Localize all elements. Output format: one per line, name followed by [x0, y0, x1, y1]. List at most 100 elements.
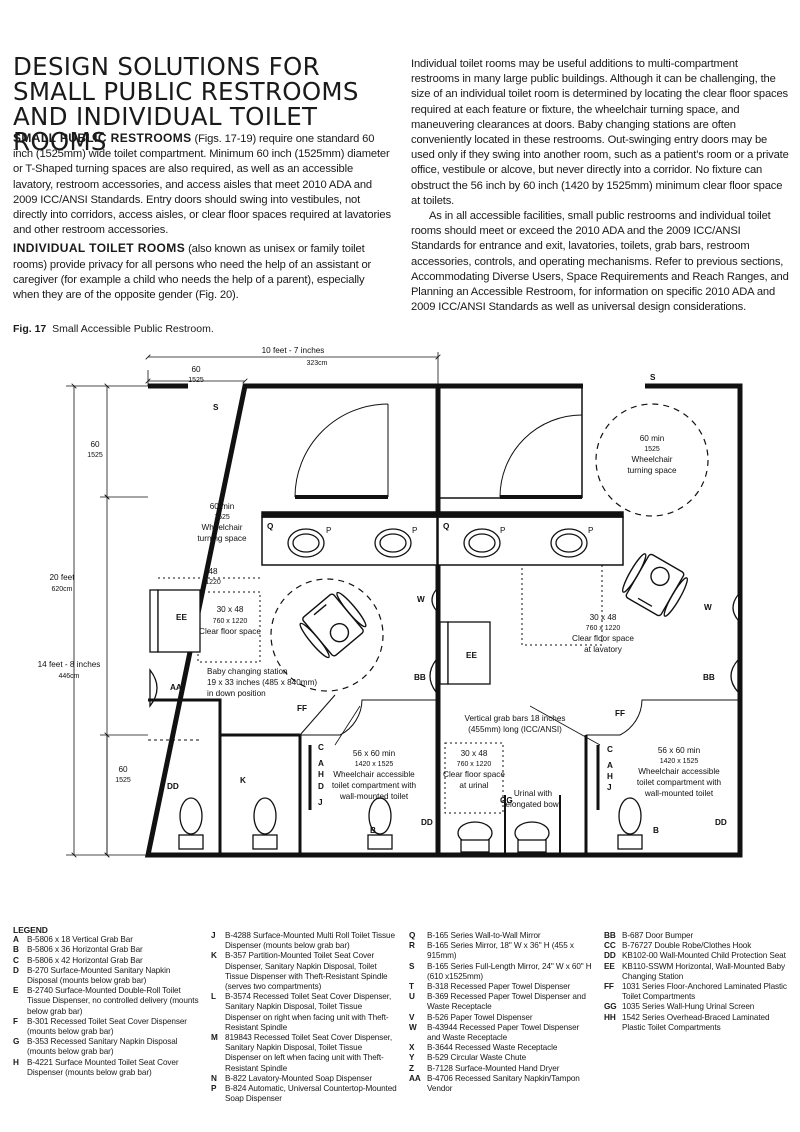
legend-item: K B-357 Partition-Mounted Toilet Seat Cov…	[211, 951, 399, 992]
legend-code: L	[211, 992, 216, 1002]
label-w-right: W	[704, 603, 712, 612]
label-b-right: B	[653, 826, 659, 835]
dim-left-14ft-mm: 446cm	[58, 673, 79, 680]
lav-l2: 760 x 1220	[586, 625, 621, 632]
legend-code: S	[409, 961, 415, 971]
legend-item: M 819843 Recessed Toilet Seat Cover Dispe…	[211, 1033, 399, 1074]
comp-left-l1: 56 x 60 min	[353, 749, 396, 758]
label-dd-left: DD	[167, 782, 179, 791]
comp-right-l5: wall-mounted toilet	[644, 789, 714, 798]
label-bb-right: BB	[703, 673, 715, 682]
legend-description: B-526 Paper Towel Dispenser	[427, 1012, 533, 1022]
dim-top-overall-mm: 323cm	[306, 360, 327, 367]
legend-title: LEGEND	[13, 925, 48, 935]
turn-right-l1: 60 min	[640, 434, 665, 443]
legend-description: B-5806 x 36 Horizontal Grab Bar	[27, 945, 143, 955]
legend-code: K	[211, 951, 217, 961]
right-paragraph-2: As in all accessible facilities, small p…	[411, 210, 789, 314]
legend-code: H	[13, 1057, 19, 1067]
legend-description: B-353 Recessed Sanitary Napkin Disposal …	[27, 1037, 178, 1057]
legend-description: B-369 Recessed Paper Towel Dispenser and…	[427, 992, 586, 1012]
comp-right-l1: 56 x 60 min	[658, 746, 701, 755]
legend-description: 1542 Series Overhead-Braced Laminated Pl…	[622, 1012, 770, 1032]
label-ee-right: EE	[466, 651, 477, 660]
cfs-l1: 30 x 48	[217, 605, 244, 614]
label-h-left: H	[318, 770, 324, 779]
legend-description: B-824 Automatic, Universal Countertop-Mo…	[225, 1084, 397, 1104]
dim-left-14ft: 14 feet - 8 inches	[38, 660, 101, 669]
label-ee-left: EE	[176, 613, 187, 622]
legend-description: B-76727 Double Robe/Clothes Hook	[622, 941, 752, 951]
legend-description: 1035 Series Wall-Hung Urinal Screen	[622, 1002, 755, 1012]
legend-description: B-165 Series Wall-to-Wall Mirror	[427, 931, 541, 940]
legend-description: B-3644 Recessed Waste Receptacle	[427, 1043, 558, 1053]
comp-left-l4: toilet compartment with	[332, 781, 417, 790]
legend-description: 1031 Series Floor-Anchored Laminated Pla…	[622, 982, 787, 1002]
individual-rooms-paragraph: INDIVIDUAL TOILET ROOMS (also known as u…	[13, 241, 391, 303]
label-s-left: S	[213, 403, 219, 412]
urinal-l2: 760 x 1220	[457, 761, 492, 768]
legend-code: FF	[604, 982, 614, 992]
legend-description: B-165 Series Mirror, 18" W x 36" H (455 …	[427, 941, 574, 961]
urinal-bowl-l2: elongated bowl	[505, 800, 560, 809]
label-a-right: A	[607, 761, 613, 770]
legend-code: GG	[604, 1002, 617, 1012]
legend-description: B-357 Partition-Mounted Toilet Seat Cove…	[225, 951, 388, 992]
turn-left-l3: Wheelchair	[202, 523, 243, 532]
legend-code: AA	[409, 1073, 421, 1083]
dim-top-overall: 10 feet - 7 inches	[262, 346, 325, 355]
comp-left-l3: Wheelchair accessible	[333, 770, 415, 779]
individual-rooms-lead: INDIVIDUAL TOILET ROOMS	[13, 241, 186, 256]
legend-code: T	[409, 982, 414, 992]
label-j-left: J	[318, 798, 323, 807]
left-column: SMALL PUBLIC RESTROOMS (Figs. 17-19) req…	[13, 131, 391, 303]
legend-description: B-529 Circular Waste Chute	[427, 1053, 527, 1063]
label-c-right: C	[607, 745, 613, 754]
dim-top-60-mm: 1525	[188, 377, 204, 384]
grab-l2: (455mm) long (ICC/ANSI)	[468, 725, 562, 734]
turn-right-l3: Wheelchair	[632, 455, 673, 464]
label-a-left: A	[318, 759, 324, 768]
legend-code: J	[211, 931, 216, 940]
dim-48: 48	[208, 567, 218, 576]
dim-left-60: 60	[90, 440, 100, 449]
legend-description: B-687 Door Bumper	[622, 931, 694, 940]
page-title: DESIGN SOLUTIONS FOR SMALL PUBLIC RESTRO…	[13, 52, 359, 156]
legend-code: HH	[604, 1012, 616, 1022]
comp-left-l5: wall-mounted toilet	[339, 792, 409, 801]
legend-description: B-318 Recessed Paper Towel Dispenser	[427, 982, 571, 992]
legend-code: M	[211, 1033, 218, 1043]
dim-top-60: 60	[191, 365, 201, 374]
legend-code: U	[409, 992, 415, 1002]
legend-description: 819843 Recessed Toilet Seat Cover Dispen…	[225, 1033, 393, 1073]
lav-l1: 30 x 48	[590, 613, 617, 622]
small-restrooms-paragraph: SMALL PUBLIC RESTROOMS (Figs. 17-19) req…	[13, 131, 391, 238]
label-w-left: W	[417, 595, 425, 604]
label-p-4: P	[588, 526, 594, 535]
cfs-l2: 760 x 1220	[213, 618, 248, 625]
legend-description: KB102-00 Wall-Mounted Child Protection S…	[622, 951, 786, 961]
legend-description: B-5806 x 42 Horizontal Grab Bar	[27, 955, 143, 965]
baby-l3: in down position	[207, 689, 266, 698]
label-p-2: P	[412, 526, 418, 535]
label-ff-right: FF	[615, 709, 625, 718]
figure-number: Fig. 17	[13, 323, 47, 335]
